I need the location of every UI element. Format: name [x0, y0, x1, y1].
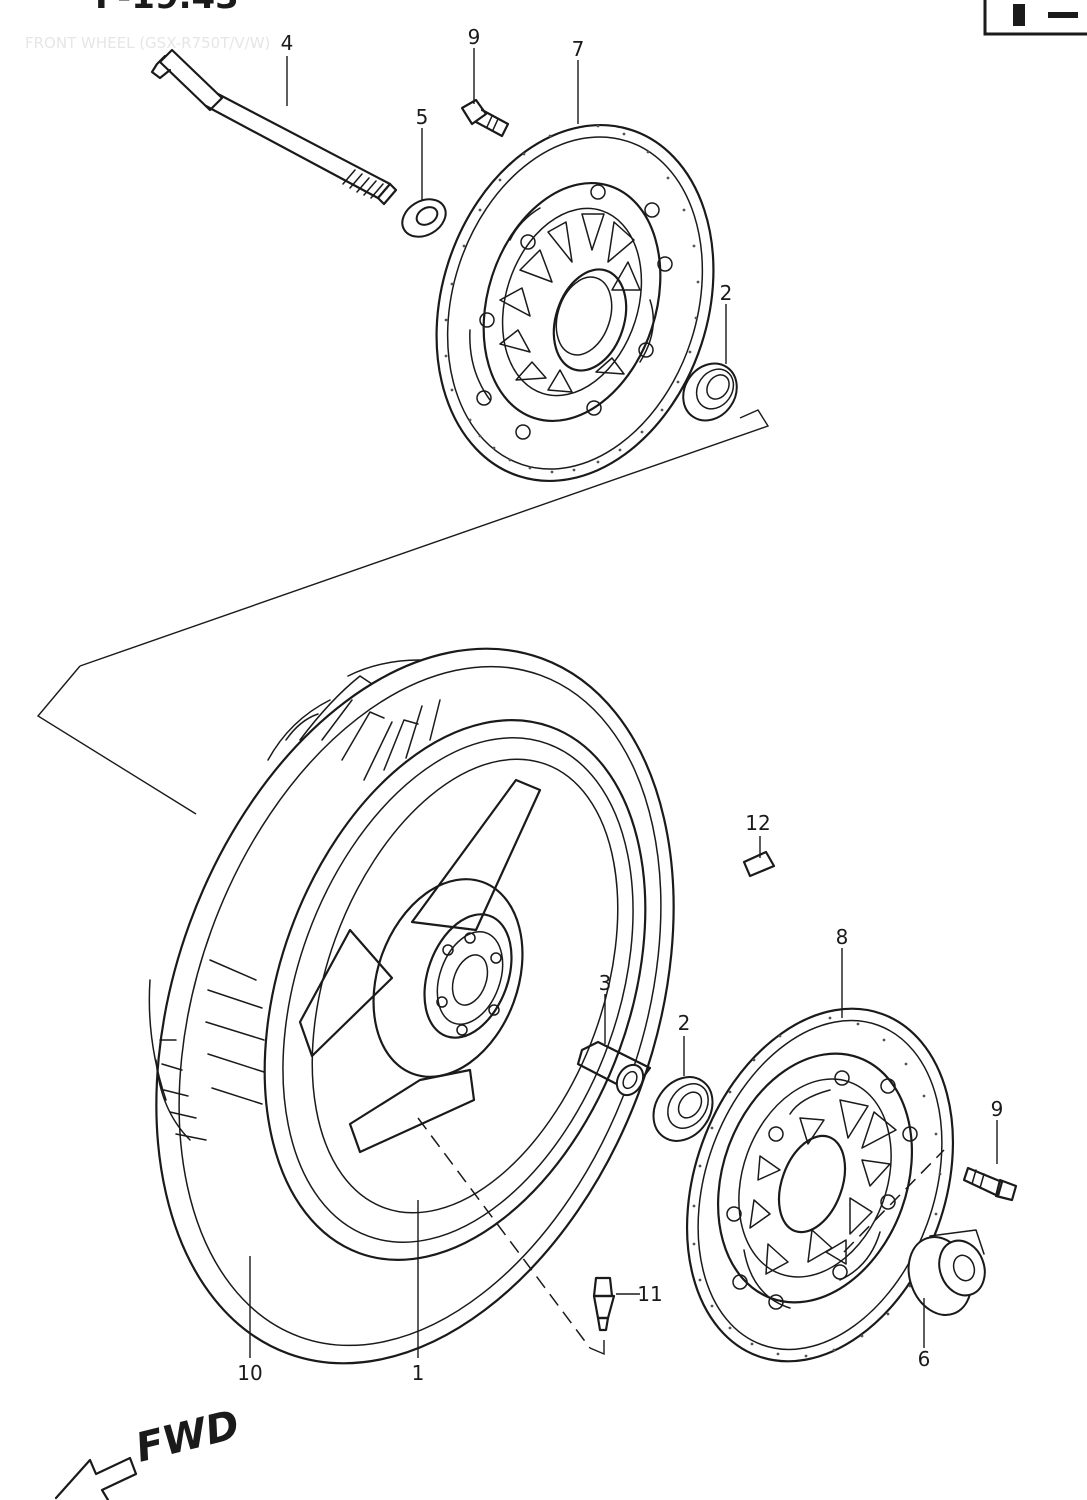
forward-arrow-icon — [54, 1456, 138, 1500]
guide-line-valve — [589, 1340, 605, 1356]
guide-line-wheel — [36, 665, 197, 815]
callout-2-top: 2 — [720, 281, 733, 305]
callout-6: 6 — [918, 1347, 931, 1371]
callout-11: 11 — [637, 1282, 662, 1306]
leader-lines — [249, 48, 998, 1358]
balance-weight-part-12 — [742, 850, 776, 878]
callout-10: 10 — [237, 1361, 262, 1385]
spacer-part-3 — [576, 1040, 652, 1097]
callout-9-right: 9 — [991, 1097, 1004, 1121]
disc-bolt-part-9-right — [962, 1166, 1018, 1202]
brake-disc-part-8 — [685, 1007, 955, 1363]
corner-box — [983, 0, 1087, 36]
callout-3: 3 — [599, 971, 612, 995]
figure-code: F-19.43 — [95, 0, 239, 17]
dash-line-valve — [417, 1117, 591, 1349]
brake-disc-part-7 — [435, 123, 715, 483]
collar-part-6 — [907, 1229, 986, 1316]
faint-caption: FRONT WHEEL (GSX-R750T/V/W) — [25, 34, 270, 52]
bearing-part-2-top — [682, 362, 738, 422]
axle-part-4 — [150, 48, 398, 206]
callout-8: 8 — [836, 925, 849, 949]
guide-line-upper — [79, 409, 770, 667]
callout-12: 12 — [745, 811, 770, 835]
wheel-part-1 — [263, 719, 647, 1261]
disc-bolt-part-9-top — [460, 98, 510, 138]
collar-part-5 — [401, 198, 447, 238]
tire-part-10 — [148, 647, 675, 1365]
fwd-label: FWD — [131, 1402, 244, 1472]
callout-9-top: 9 — [468, 25, 481, 49]
callout-7: 7 — [572, 37, 585, 61]
callout-2-mid: 2 — [678, 1011, 691, 1035]
callout-4: 4 — [281, 31, 294, 55]
dash-line-bolt — [843, 1149, 945, 1253]
air-valve-part-11 — [592, 1276, 616, 1332]
callout-1: 1 — [412, 1361, 425, 1385]
callout-5: 5 — [416, 105, 429, 129]
bearing-part-2-mid — [652, 1076, 714, 1142]
